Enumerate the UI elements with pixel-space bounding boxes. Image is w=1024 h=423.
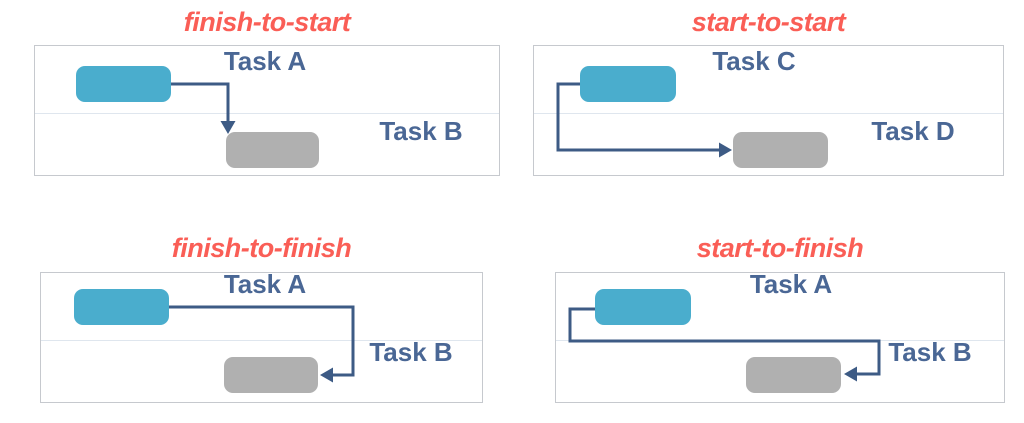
task-label: Task A xyxy=(223,269,307,299)
successor-task-bar xyxy=(226,132,319,168)
predecessor-task-bar xyxy=(76,66,171,102)
dependency-type-title: finish-to-start xyxy=(183,7,351,37)
predecessor-task-bar xyxy=(595,289,691,325)
panel-finish-to-start: finish-to-start Task A Task B xyxy=(34,5,500,176)
task-label: Task A xyxy=(749,269,833,299)
row-divider xyxy=(534,113,1003,114)
panel-finish-to-finish: finish-to-finish Task A Task B xyxy=(40,233,483,403)
gantt-chart-box: Task A Task B xyxy=(34,45,500,176)
predecessor-task-bar xyxy=(74,289,169,325)
successor-task-bar xyxy=(224,357,318,393)
task-label: Task A xyxy=(223,46,307,76)
task-label: Task B xyxy=(379,116,463,146)
panel-start-to-finish: start-to-finish Task A Task B xyxy=(555,233,1005,403)
successor-task-bar xyxy=(746,357,841,393)
dependency-type-title: start-to-finish xyxy=(696,233,864,263)
task-label: Task C xyxy=(712,46,796,76)
row-divider xyxy=(35,113,499,114)
predecessor-task-bar xyxy=(580,66,676,102)
task-label: Task B xyxy=(369,337,453,367)
task-label: Task B xyxy=(888,337,972,367)
gantt-chart-box: Task A Task B xyxy=(40,269,483,403)
panel-start-to-start: start-to-start Task C Task D xyxy=(533,5,1004,176)
task-label: Task D xyxy=(871,116,955,146)
gantt-chart-box: Task C Task D xyxy=(533,45,1004,176)
dependency-type-title: start-to-start xyxy=(691,7,846,37)
dependency-type-title: finish-to-finish xyxy=(171,233,352,263)
successor-task-bar xyxy=(733,132,828,168)
gantt-chart-box: Task A Task B xyxy=(555,269,1005,403)
